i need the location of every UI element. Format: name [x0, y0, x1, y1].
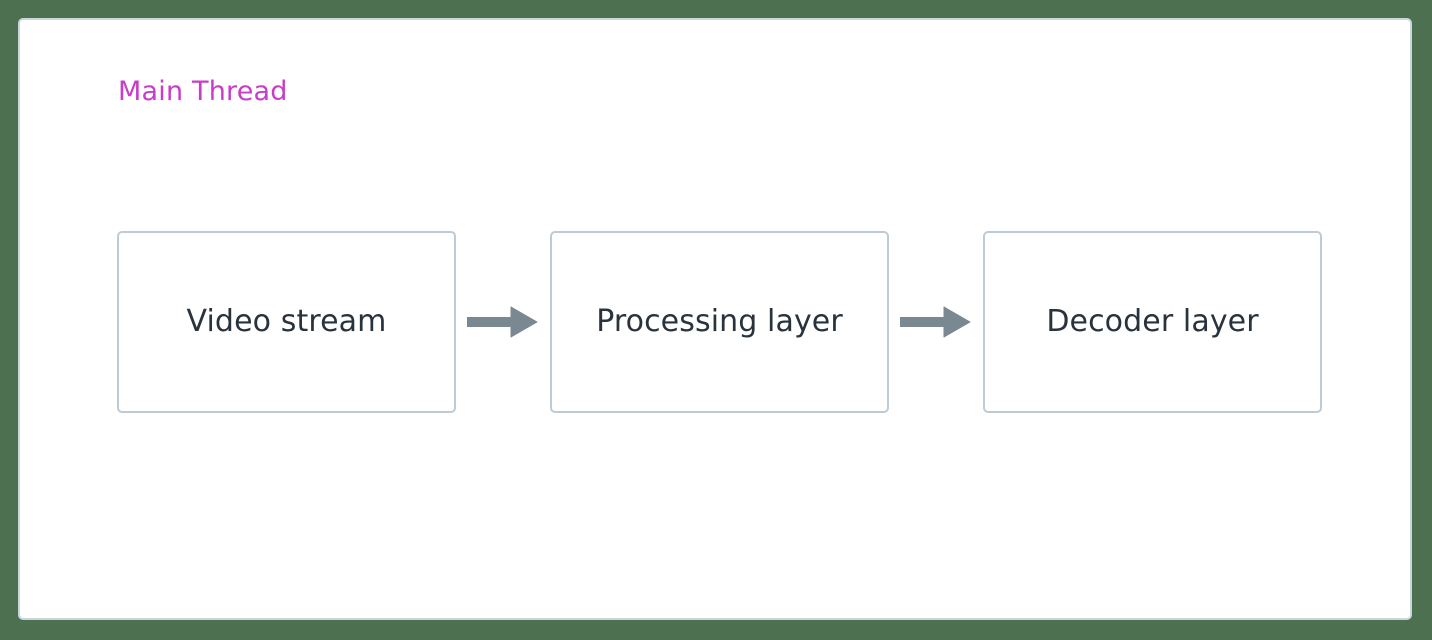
node-decoder-layer[interactable]: Decoder layer [983, 231, 1322, 413]
edge-processing-layer-to-decoder-layer [889, 300, 983, 344]
node-label-video-stream: Video stream [186, 304, 387, 339]
node-label-decoder-layer: Decoder layer [1046, 304, 1259, 339]
main-thread-container: Main Thread Video stream Processing laye… [18, 18, 1412, 620]
edge-video-stream-to-processing-layer [456, 300, 550, 344]
arrow-right-icon [467, 306, 538, 338]
node-processing-layer[interactable]: Processing layer [550, 231, 889, 413]
flow-row: Video stream Processing layer Decoder la… [117, 230, 1322, 414]
arrow-right-icon [900, 306, 971, 338]
node-label-processing-layer: Processing layer [596, 304, 843, 339]
node-video-stream[interactable]: Video stream [117, 231, 456, 413]
main-thread-label: Main Thread [118, 76, 288, 107]
